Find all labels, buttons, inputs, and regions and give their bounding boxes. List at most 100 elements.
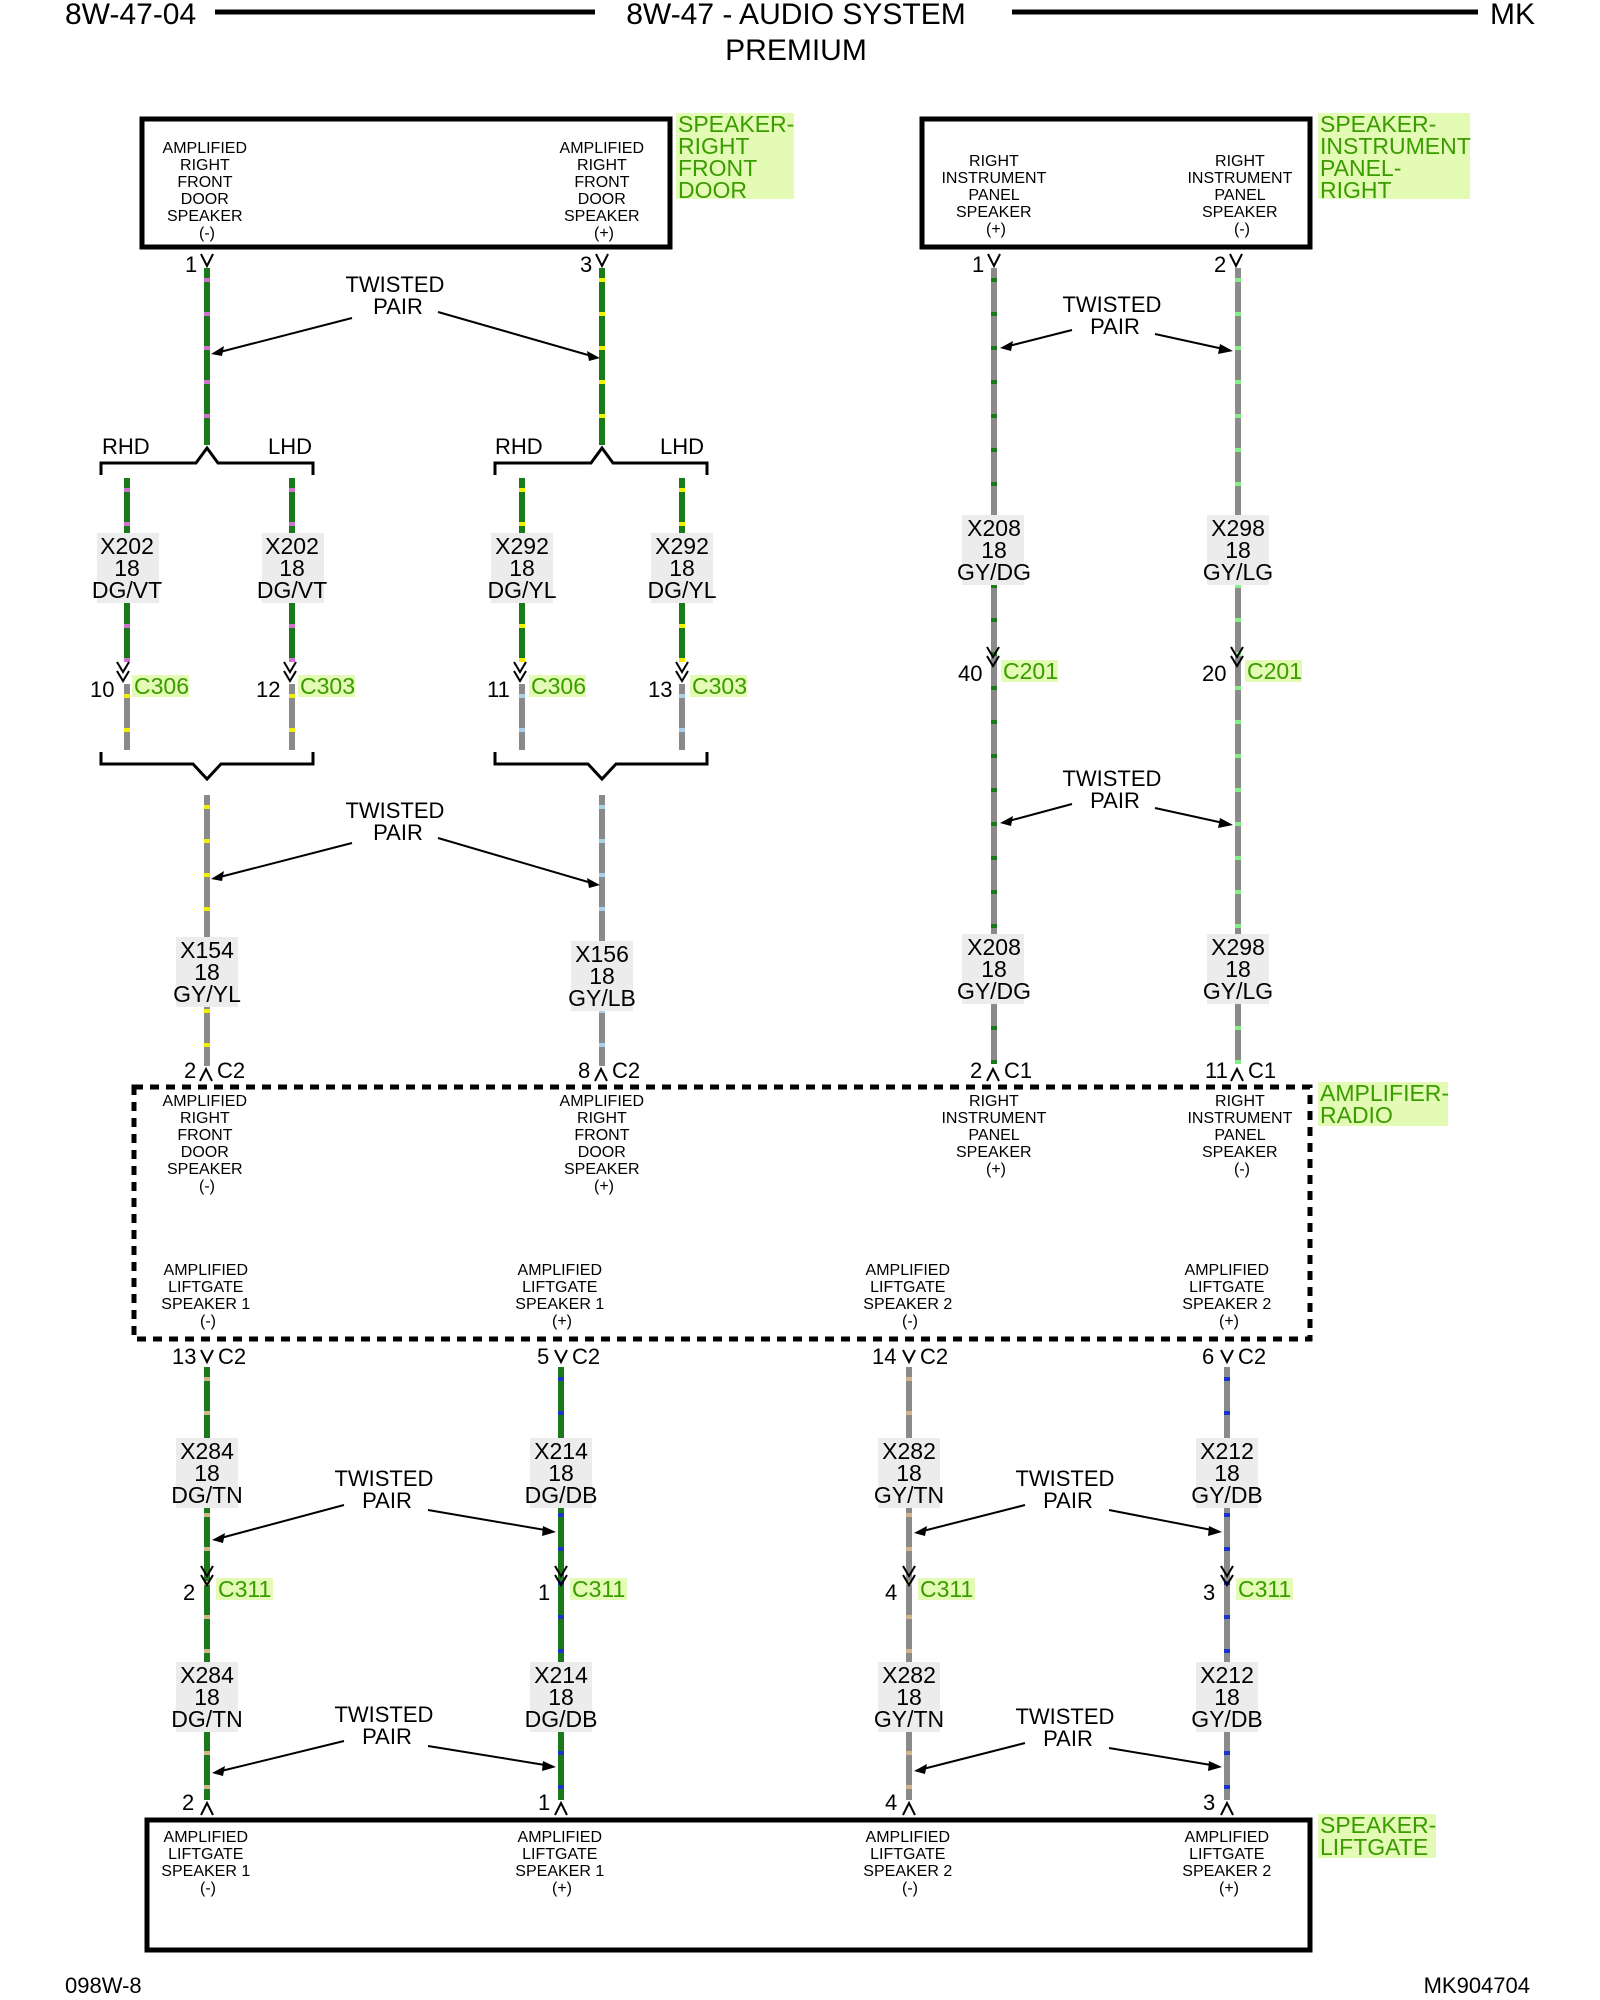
svg-text:2: 2 [184, 1058, 196, 1083]
twisted-pair-arrow [437, 311, 596, 358]
amp-pin-label-lg2-pos: AMPLIFIED LIFTGATE SPEAKER 2 (+) [1182, 1262, 1275, 1330]
liftgate-pin-3: 3 [1203, 1790, 1234, 1816]
svg-text:C201: C201 [1003, 658, 1058, 684]
svg-text:11: 11 [1205, 1058, 1228, 1083]
svg-text:13: 13 [172, 1344, 196, 1369]
twisted-pair-arrow [1154, 807, 1229, 825]
twisted-pair-arrow [216, 1740, 345, 1773]
twisted-pair-label: TWISTED PAIR [345, 798, 450, 845]
footer-right-code: MK904704 [1424, 1973, 1530, 1998]
svg-text:C311: C311 [1238, 1576, 1291, 1602]
model-code: MK [1490, 0, 1535, 31]
svg-text:C201: C201 [1247, 658, 1302, 684]
svg-text:C306: C306 [531, 673, 586, 699]
ip-neg-pin-label: RIGHT INSTRUMENT PANEL SPEAKER (-) [1187, 153, 1296, 238]
svg-text:1: 1 [538, 1580, 550, 1605]
amp-pin-label-rfd-neg: AMPLIFIED RIGHT FRONT DOOR SPEAKER (-) [163, 1093, 252, 1195]
liftgate-pin-2: 2 [182, 1790, 214, 1816]
twisted-pair-arrow [1004, 329, 1073, 348]
amplifier-radio-box [131, 1084, 1313, 1342]
svg-text:C2: C2 [1238, 1344, 1266, 1369]
svg-text:C303: C303 [692, 673, 747, 699]
rf-door-pin-3: 3 [580, 252, 592, 277]
amp-pin-c2-13: 13 C2 [172, 1344, 246, 1369]
amp-pin-c2-6: 6 C2 [1202, 1344, 1266, 1369]
ip-name-highlight [1318, 113, 1470, 199]
liftgate-speaker-box [144, 1817, 1313, 1953]
pin-symbol [1229, 253, 1243, 269]
amp-name-highlight [1318, 1082, 1448, 1126]
page-subtitle: PREMIUM [725, 34, 867, 67]
svg-text:C2: C2 [218, 1344, 246, 1369]
amp-pin-c2-14: 14 C2 [872, 1344, 948, 1369]
pin-symbol [595, 253, 609, 269]
rhd-label: RHD [102, 434, 150, 459]
amp-pin-c2-2: 2 C2 [184, 1058, 245, 1083]
ip-pin-1: 1 [972, 252, 984, 277]
svg-text:2: 2 [970, 1058, 982, 1083]
svg-text:C2: C2 [572, 1344, 600, 1369]
lhd-label: LHD [268, 434, 312, 459]
svg-text:C311: C311 [218, 1576, 271, 1602]
wires-layer [124, 268, 1241, 1800]
amp-pin-label-lg1-neg: AMPLIFIED LIFTGATE SPEAKER 1 (-) [161, 1262, 254, 1330]
svg-text:14: 14 [872, 1344, 896, 1369]
connector-c303-a: 12 C303 [256, 661, 355, 702]
svg-text:3: 3 [1203, 1580, 1215, 1605]
svg-text:C306: C306 [134, 673, 189, 699]
svg-text:2: 2 [183, 1580, 195, 1605]
ip-right-speaker-box [919, 116, 1313, 250]
svg-text:10: 10 [90, 677, 114, 702]
connector-c311-b: 1 C311 [538, 1565, 627, 1605]
ip-pos-pin-label: RIGHT INSTRUMENT PANEL SPEAKER (+) [941, 153, 1050, 238]
twisted-pair-arrow [1108, 1747, 1218, 1767]
svg-text:C311: C311 [920, 1576, 973, 1602]
pin-symbol [987, 253, 1001, 269]
twisted-pair-label: TWISTED PAIR [1062, 292, 1167, 339]
twisted-pair-arrow [1154, 333, 1229, 351]
svg-text:C2: C2 [920, 1344, 948, 1369]
amp-pin-label-rfd-pos: AMPLIFIED RIGHT FRONT DOOR SPEAKER (+) [560, 1093, 649, 1195]
amp-pin-c2-5: 5 C2 [537, 1344, 600, 1369]
connector-c311-d: 3 C311 [1203, 1565, 1293, 1605]
page-title: 8W-47 - AUDIO SYSTEM [626, 0, 966, 31]
svg-text:3: 3 [1203, 1790, 1215, 1815]
svg-text:C303: C303 [300, 673, 355, 699]
right-front-door-speaker-box [139, 116, 673, 250]
twisted-pair-arrow [1108, 1509, 1218, 1532]
liftgate-name-highlight [1318, 1814, 1436, 1858]
rf-door-pin-1: 1 [185, 252, 197, 277]
svg-text:11: 11 [487, 677, 510, 702]
rf-door-speaker-name: SPEAKER- RIGHT FRONT DOOR [678, 111, 801, 203]
liftgate-pin-label-lg1-pos: AMPLIFIED LIFTGATE SPEAKER 1 (+) [515, 1829, 608, 1897]
connector-c201-b: 20 C201 [1202, 646, 1302, 686]
ip-right-speaker-name: SPEAKER- INSTRUMENT PANEL- RIGHT [1320, 111, 1477, 203]
twisted-pair-arrow [215, 842, 353, 879]
rhd-label: RHD [495, 434, 543, 459]
svg-text:4: 4 [885, 1790, 897, 1815]
svg-text:2: 2 [182, 1790, 194, 1815]
amplifier-radio-name: AMPLIFIER- RADIO [1320, 1080, 1455, 1128]
